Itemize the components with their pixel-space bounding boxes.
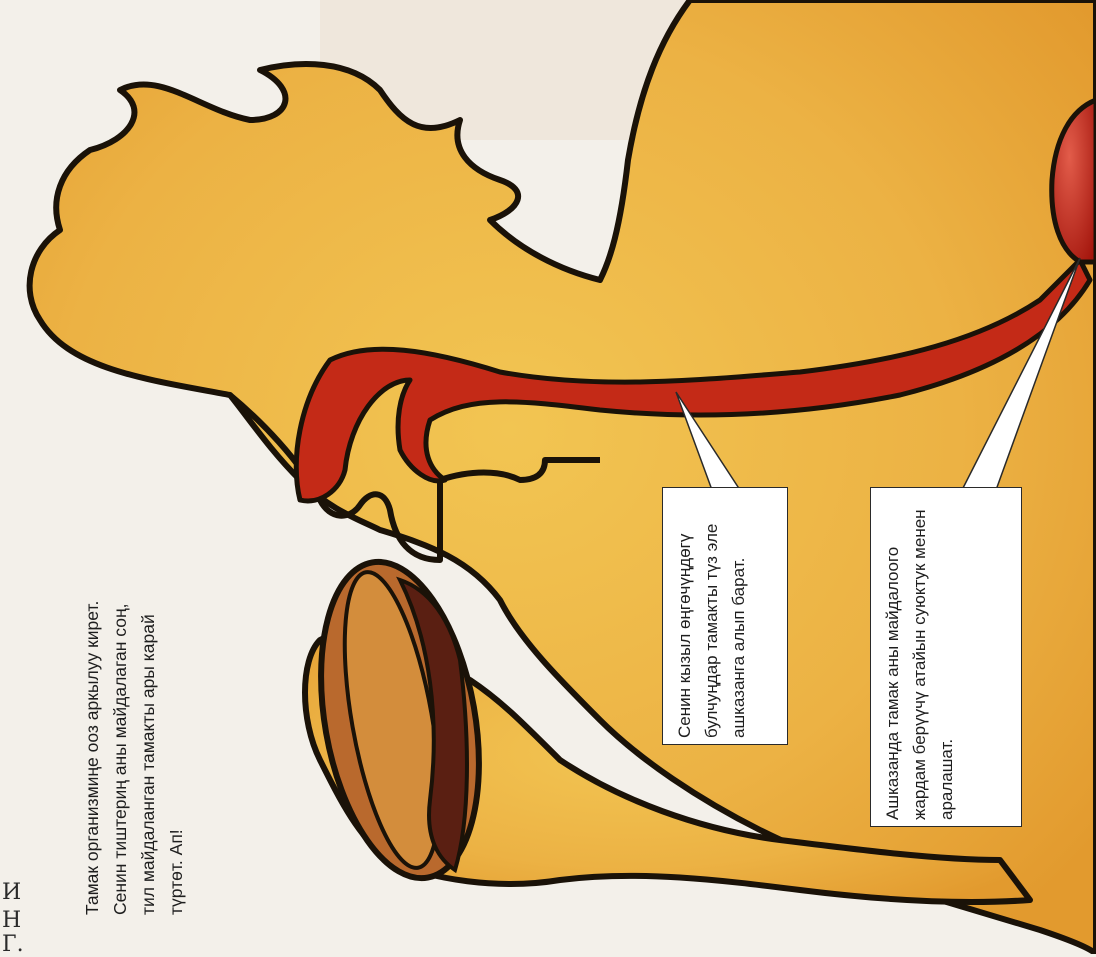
edge-glyphs: И Н Г. [0, 880, 24, 954]
edge-glyph-3: Г. [2, 932, 24, 957]
edge-glyph-2: Н [2, 908, 21, 933]
callout-stomach: Ашказанда тамак аны майдалоого жардам бе… [870, 487, 1022, 827]
callout-stomach-text: Ашказанда тамак аны майдалоого жардам бе… [879, 494, 960, 820]
intro-text: Тамак организмиңе ооз аркылуу кирет. Сен… [78, 585, 190, 915]
callout-esophagus: Сенин кызыл өңгөчүңдөгү булчуңдар тамакт… [662, 487, 788, 745]
edge-glyph-1: И [2, 880, 21, 905]
callout-esophagus-text: Сенин кызыл өңгөчүңдөгү булчуңдар тамакт… [671, 494, 752, 738]
